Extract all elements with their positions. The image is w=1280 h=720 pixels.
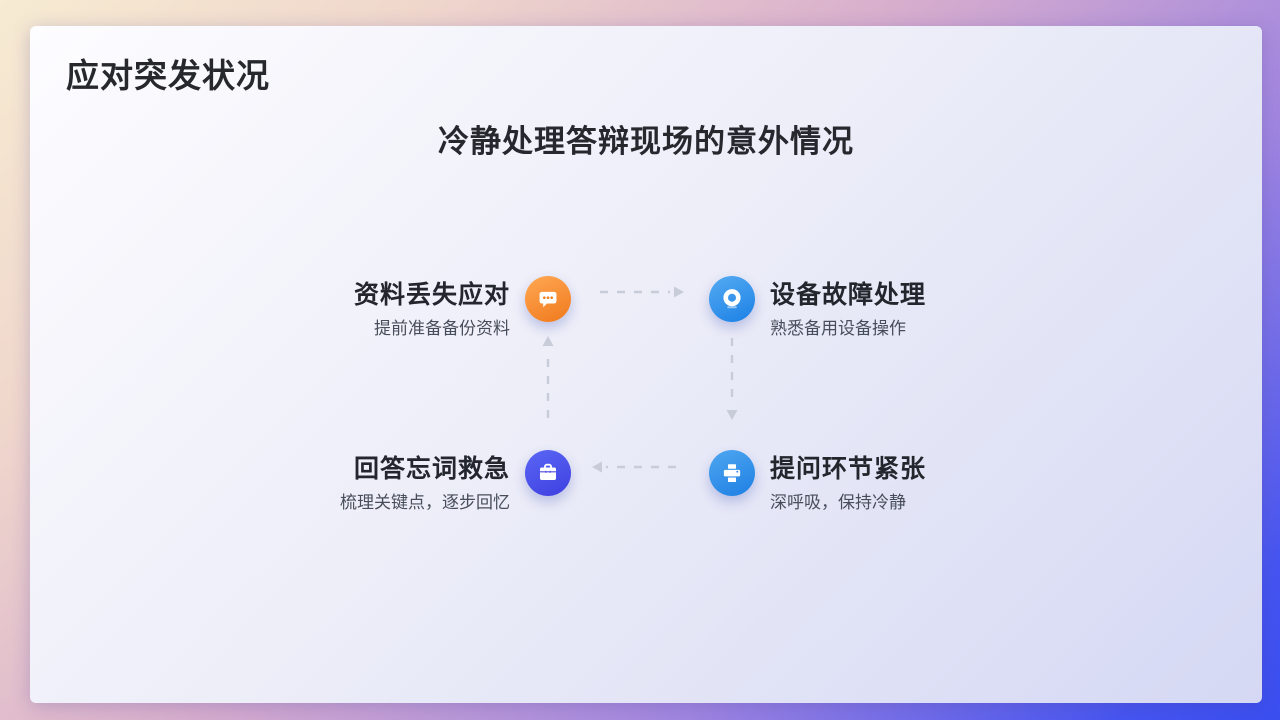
webcam-icon [709, 276, 755, 322]
item-title: 提问环节紧张 [770, 455, 927, 483]
briefcase-icon [525, 450, 571, 496]
item-question-nervous: 提问环节紧张 深呼吸，保持冷静 [770, 454, 1040, 514]
slide-panel: 应对突发状况 冷静处理答辩现场的意外情况 资料丢失应对 提前准备备份资料 设备故… [30, 26, 1262, 703]
chat-dots-icon [525, 276, 571, 322]
flow-arrow-up [542, 336, 554, 418]
item-data-loss: 资料丢失应对 提前准备备份资料 [290, 280, 510, 340]
flow-arrow-down [726, 338, 738, 420]
item-title: 回答忘词救急 [353, 455, 510, 483]
flow-arrow-left [592, 461, 676, 473]
item-desc: 提前准备备份资料 [374, 319, 510, 338]
item-equipment-failure: 设备故障处理 熟悉备用设备操作 [770, 280, 1040, 340]
page-title: 应对突发状况 [66, 57, 270, 94]
item-title: 设备故障处理 [770, 281, 927, 309]
item-title: 资料丢失应对 [353, 281, 510, 309]
flow-arrow-right [600, 286, 684, 298]
item-desc: 梳理关键点，逐步回忆 [340, 493, 510, 512]
item-forget-answer: 回答忘词救急 梳理关键点，逐步回忆 [270, 454, 510, 514]
printer-icon [709, 450, 755, 496]
item-desc: 熟悉备用设备操作 [770, 319, 906, 338]
slide-subtitle: 冷静处理答辩现场的意外情况 [438, 124, 854, 159]
item-desc: 深呼吸，保持冷静 [770, 493, 906, 512]
